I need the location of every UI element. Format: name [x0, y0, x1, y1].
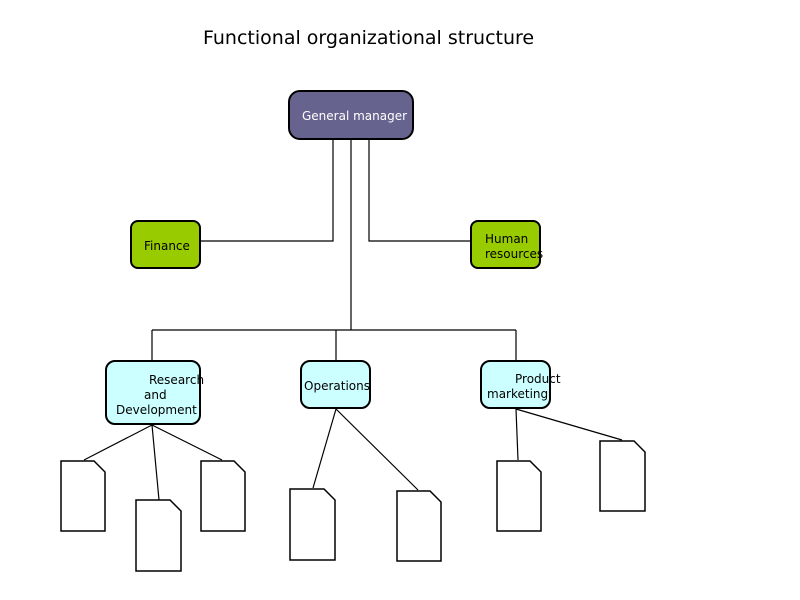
node-general-manager-label: General manager — [302, 109, 408, 123]
connector-ops-doc-1 — [312, 408, 337, 489]
document-icon — [135, 499, 182, 572]
node-research-development: Research and Development — [105, 360, 205, 425]
connector-manager-finance — [201, 140, 334, 242]
node-research-development-line-3: Development — [116, 403, 197, 417]
node-operations: Operations — [300, 360, 371, 409]
document-icon — [599, 440, 646, 512]
node-research-development-line-2: and — [144, 388, 167, 402]
node-human-resources-line-1: Human — [485, 232, 529, 246]
node-finance-label: Finance — [144, 239, 190, 253]
document-icon — [200, 460, 246, 532]
chart-title: Functional organizational structure — [203, 27, 535, 49]
connector-pm-doc-2 — [515, 408, 623, 441]
connector-manager-hr — [368, 140, 470, 242]
node-human-resources-line-2: resources — [485, 247, 544, 261]
connector-pm-doc-1 — [515, 408, 519, 461]
node-research-development-line-1: Research — [149, 373, 205, 387]
node-product-marketing: Product marketing — [480, 360, 561, 409]
connector-ops-doc-2 — [335, 408, 419, 491]
document-icon — [60, 460, 106, 532]
document-icon — [396, 490, 442, 562]
document-icon — [289, 488, 336, 561]
connector-rd-doc-2 — [151, 424, 160, 501]
node-finance: Finance — [130, 220, 201, 269]
node-product-marketing-line-2: marketing — [487, 387, 549, 401]
node-operations-label: Operations — [304, 379, 370, 393]
node-product-marketing-line-1: Product — [515, 372, 561, 386]
document-icon — [496, 460, 542, 532]
node-general-manager: General manager — [288, 90, 414, 140]
connector-rd-doc-1 — [83, 424, 153, 461]
connector-rd-doc-3 — [151, 424, 223, 461]
